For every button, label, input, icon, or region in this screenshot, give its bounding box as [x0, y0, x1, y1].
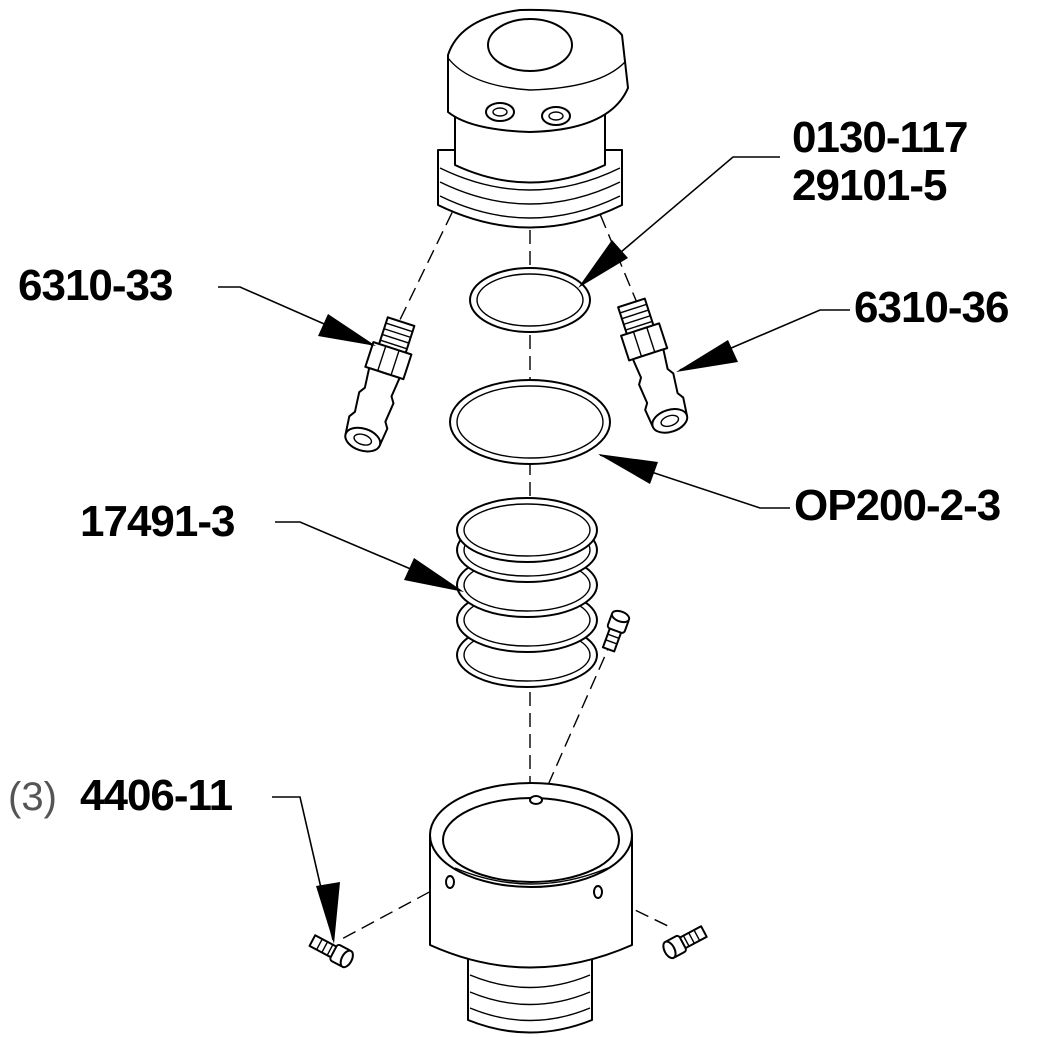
- part-label-6310-33: 6310-33: [18, 261, 172, 310]
- part-label-17491-3: 17491-3: [80, 497, 234, 546]
- part-label-4406-11: 4406-11: [80, 771, 233, 820]
- coil-spring: [456, 497, 598, 688]
- top-head-part: [437, 8, 629, 229]
- leader-0130-117: [578, 156, 780, 288]
- right-barb-fitting: [617, 297, 689, 434]
- large-o-ring: [449, 379, 611, 465]
- set-screw-left: [308, 934, 354, 969]
- small-o-ring: [469, 267, 591, 333]
- left-barb-fitting: [344, 316, 416, 453]
- bottom-collar-part: [429, 782, 633, 1034]
- set-screw-top: [601, 609, 631, 653]
- leader-4406-11: [272, 796, 340, 944]
- leader-17491-3: [275, 521, 464, 592]
- part-label-29101-5: 29101-5: [792, 161, 947, 210]
- part-label-0130-117: 0130-117: [792, 113, 968, 162]
- part-label-op200-2-3: OP200-2-3: [794, 481, 1000, 530]
- part-label-6310-36: 6310-36: [854, 283, 1008, 332]
- leader-6310-36: [676, 309, 850, 372]
- leader-op200: [598, 454, 790, 509]
- part-quantity-4406-11: (3): [8, 775, 57, 819]
- set-screw-right: [662, 925, 708, 960]
- leader-6310-33: [218, 286, 376, 346]
